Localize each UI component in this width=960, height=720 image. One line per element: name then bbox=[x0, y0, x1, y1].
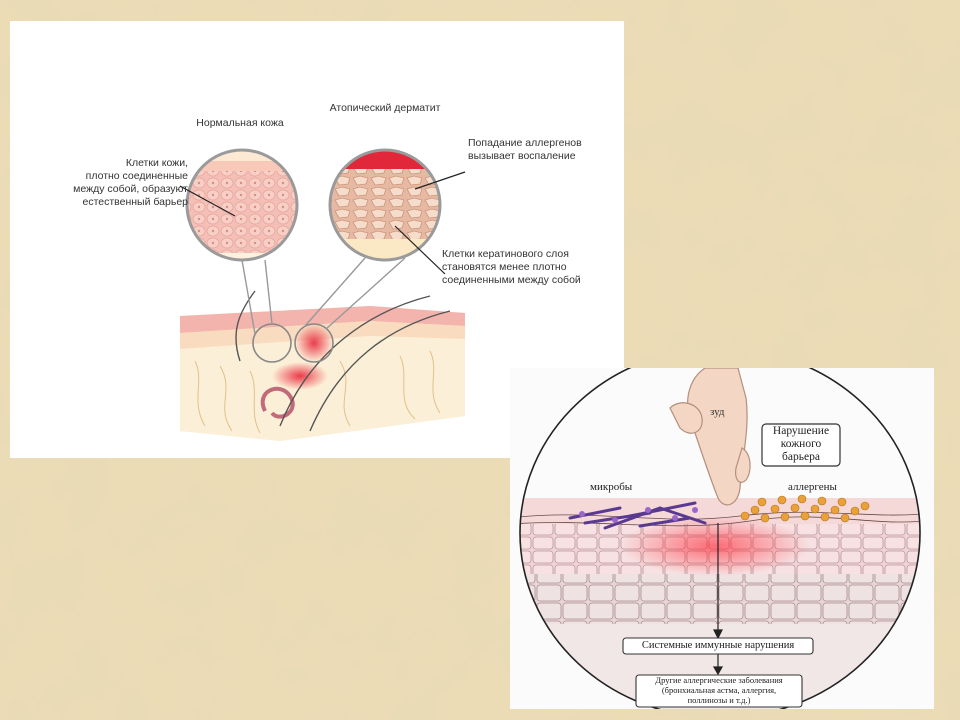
microbe-dots bbox=[579, 507, 698, 523]
normal-skin-magnified bbox=[187, 150, 297, 260]
note-allergens-inflammation: Попадание аллергенов вызывает воспаление bbox=[468, 137, 582, 162]
zoom-marker-atopic bbox=[294, 323, 334, 363]
atopic-skin-magnified bbox=[330, 150, 440, 260]
systemic-box bbox=[622, 637, 814, 655]
label-itch: зуд bbox=[710, 406, 725, 418]
title-atopic-dermatitis: Атопический дерматит bbox=[329, 102, 441, 114]
skin-cross-section bbox=[180, 290, 465, 441]
allergens-cluster bbox=[740, 494, 870, 523]
barrier-disruption-illustration: зуд Нарушение кожного барьера микробы ал… bbox=[510, 368, 934, 709]
label-allergens: аллергены bbox=[788, 481, 837, 493]
skin-diagram bbox=[179, 148, 466, 441]
label-systemic-disorders: Системные иммунные нарушения bbox=[641, 640, 795, 651]
label-microbes: микробы bbox=[590, 481, 633, 493]
title-normal-skin: Нормальная кожа bbox=[196, 117, 284, 129]
note-keratin-layer: Клетки кератинового слоя становятся мене… bbox=[442, 248, 581, 286]
label-barrier-disruption: Нарушение кожного барьера bbox=[772, 425, 830, 463]
label-other-allergic-diseases: Другие аллергические заболевания (бронхи… bbox=[655, 675, 783, 705]
other-diseases-box bbox=[635, 674, 803, 708]
scratching-hand bbox=[669, 368, 751, 506]
barrier-box bbox=[761, 423, 841, 467]
atopic-dermatitis-illustration: Нормальная кожа Атопический дерматит Кле… bbox=[10, 21, 624, 458]
barrier-diagram bbox=[519, 368, 921, 709]
note-normal-cells: Клетки кожи, плотно соединенные между со… bbox=[73, 157, 188, 208]
microbes-cluster bbox=[568, 501, 707, 530]
